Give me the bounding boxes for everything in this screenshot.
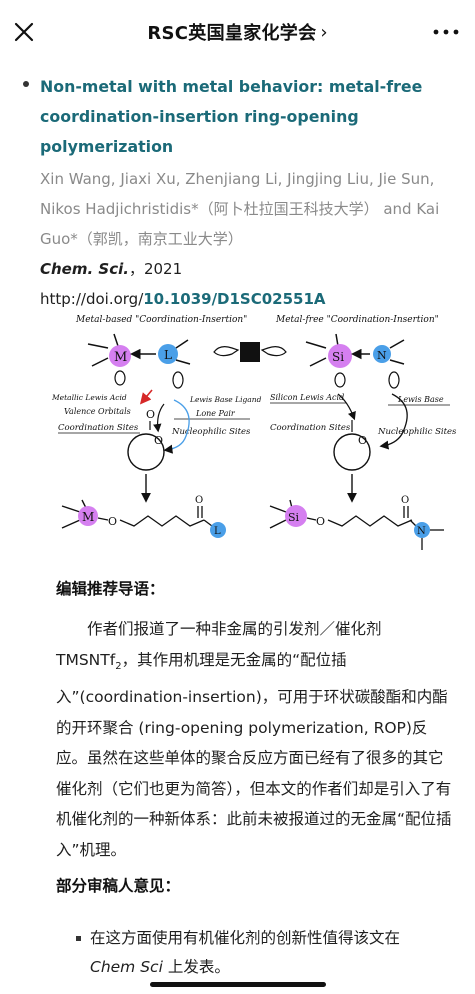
top-bar: RSC英国皇家化学会 › bbox=[0, 0, 475, 64]
chevron-right-icon: › bbox=[320, 21, 328, 43]
product-nitrogen-symbol: N bbox=[417, 526, 426, 537]
label-lewis-base-ligand: Lewis Base Ligand bbox=[189, 395, 262, 404]
editor-heading: 编辑推荐导语： bbox=[56, 580, 165, 598]
product-silicon-symbol: Si bbox=[288, 511, 300, 524]
catalyst-switch-icon bbox=[240, 342, 260, 362]
mechanism-scheme: Metal-based "Coordination-Insertion" Met… bbox=[51, 315, 457, 550]
reviewers-heading: 部分审稿人意见： bbox=[56, 877, 181, 895]
page-title: RSC英国皇家化学会 bbox=[147, 23, 317, 44]
label-valence-orbitals: Valence Orbitals bbox=[64, 407, 131, 416]
label-coordination-sites-left: Coordination Sites bbox=[58, 423, 139, 433]
label-silicon-lewis-acid: Silicon Lewis Acid bbox=[270, 393, 344, 402]
metal-atom bbox=[109, 345, 131, 367]
paper-authors: Xin Wang, Jiaxi Xu, Zhenjiang Li, Jingji… bbox=[40, 170, 440, 248]
right-heading: Metal-free "Coordination-Insertion" bbox=[275, 315, 439, 325]
product-ligand-atom bbox=[210, 522, 226, 538]
nitrogen-atom bbox=[373, 345, 391, 363]
metal-symbol: M bbox=[114, 350, 127, 365]
product-ligand-symbol: L bbox=[214, 526, 221, 537]
product-carbonyl-left: O bbox=[195, 495, 203, 506]
ligand-atom bbox=[158, 344, 178, 364]
more-icon[interactable] bbox=[431, 22, 461, 42]
bullet-icon bbox=[76, 936, 81, 941]
silicon-atom bbox=[328, 344, 352, 368]
product-carbonyl-right: O bbox=[401, 495, 409, 506]
label-metallic-lewis-acid: Metallic Lewis Acid bbox=[51, 393, 127, 402]
paper-journal: Chem. Sci.，2021 bbox=[40, 260, 183, 278]
product-oxygen-right: O bbox=[316, 515, 325, 528]
left-heading: Metal-based "Coordination-Insertion" bbox=[75, 315, 247, 325]
product-silicon-atom bbox=[285, 505, 307, 527]
paper-doi: http://doi.org/10.1039/D1SC02551A bbox=[40, 290, 326, 308]
product-metal-symbol: M bbox=[82, 510, 94, 524]
label-coordination-sites-right: Coordination Sites bbox=[270, 423, 351, 433]
label-nucleophilic-sites-left: Nucleophilic Sites bbox=[171, 427, 251, 437]
home-indicator[interactable] bbox=[150, 982, 326, 987]
paper-reference: Non-metal with metal behavior: metal-fre… bbox=[23, 72, 460, 314]
journal-name: Chem. Sci. bbox=[40, 260, 129, 278]
product-nitrogen-atom bbox=[414, 522, 430, 538]
label-lewis-base: Lewis Base bbox=[397, 395, 444, 404]
nitrogen-symbol: N bbox=[377, 349, 387, 362]
ligand-symbol: L bbox=[164, 348, 172, 362]
silicon-symbol: Si bbox=[332, 350, 344, 364]
journal-year: 2021 bbox=[143, 260, 183, 278]
ring-oxygen-left: O bbox=[154, 434, 163, 447]
product-oxygen-left: O bbox=[108, 515, 117, 528]
close-icon[interactable] bbox=[10, 18, 38, 46]
paper-title: Non-metal with metal behavior: metal-fre… bbox=[40, 77, 423, 156]
label-nucleophilic-sites-right: Nucleophilic Sites bbox=[377, 427, 457, 437]
doi-link[interactable]: 10.1039/D1SC02551A bbox=[143, 290, 326, 308]
bullet-icon bbox=[23, 81, 29, 87]
ring-oxygen-right: O bbox=[358, 434, 367, 447]
carbonyl-oxygen-left: O bbox=[146, 408, 155, 421]
label-lone-pair: Lone Pair bbox=[195, 409, 236, 418]
reviewer-comment: 在这方面使用有机催化剂的创新性值得该文在 Chem Sci 上发表。 bbox=[90, 929, 401, 976]
account-title-link[interactable]: RSC英国皇家化学会 › bbox=[147, 19, 327, 45]
editor-paragraph: 作者们报道了一种非金属的引发剂／催化剂 TMSNTf2，其作用机理是无金属的“配… bbox=[56, 620, 452, 859]
product-metal-atom bbox=[78, 506, 98, 526]
